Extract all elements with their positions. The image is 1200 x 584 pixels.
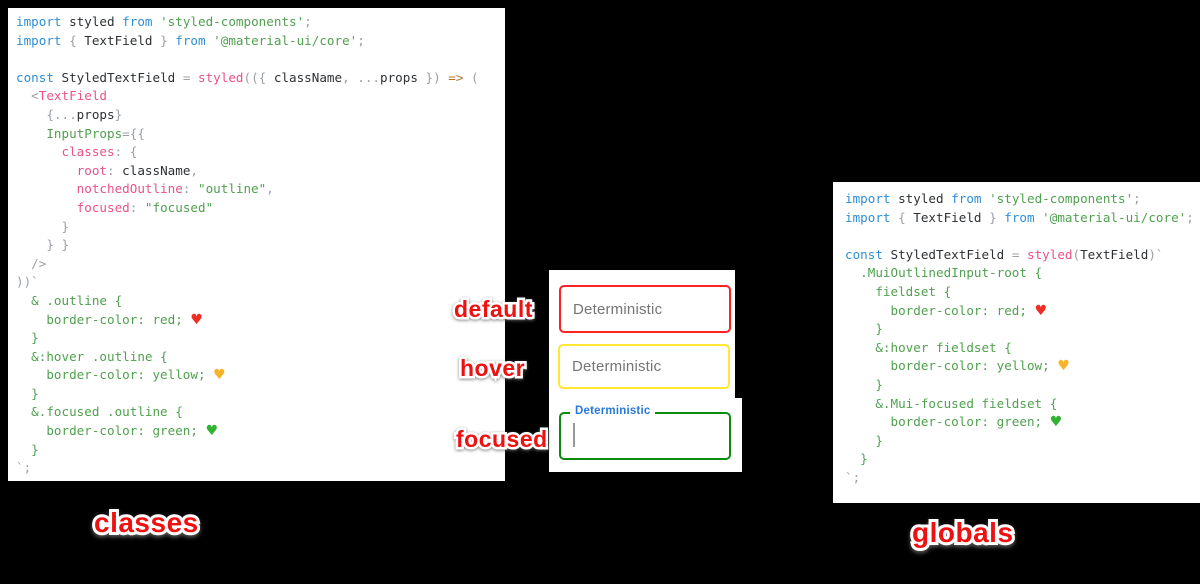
textfield-focused-label: Deterministic <box>570 405 656 417</box>
state-label-focused: focused <box>454 424 550 455</box>
caption-globals: globals <box>909 514 1016 551</box>
code-panel-globals: import styled from 'styled-components';i… <box>833 182 1200 503</box>
textfield-default-placeholder: Deterministic <box>573 300 663 318</box>
code-panel-classes: import styled from 'styled-components';i… <box>8 8 505 481</box>
textfield-default[interactable]: Deterministic <box>559 285 731 333</box>
textfield-hover[interactable]: Deterministic <box>558 344 730 389</box>
state-label-default: default <box>452 294 535 325</box>
text-caret <box>573 423 575 447</box>
caption-classes: classes <box>91 504 201 541</box>
textfield-hover-placeholder: Deterministic <box>572 358 662 375</box>
state-label-hover: hover <box>457 353 527 384</box>
textfield-focused[interactable]: Deterministic <box>559 405 731 460</box>
